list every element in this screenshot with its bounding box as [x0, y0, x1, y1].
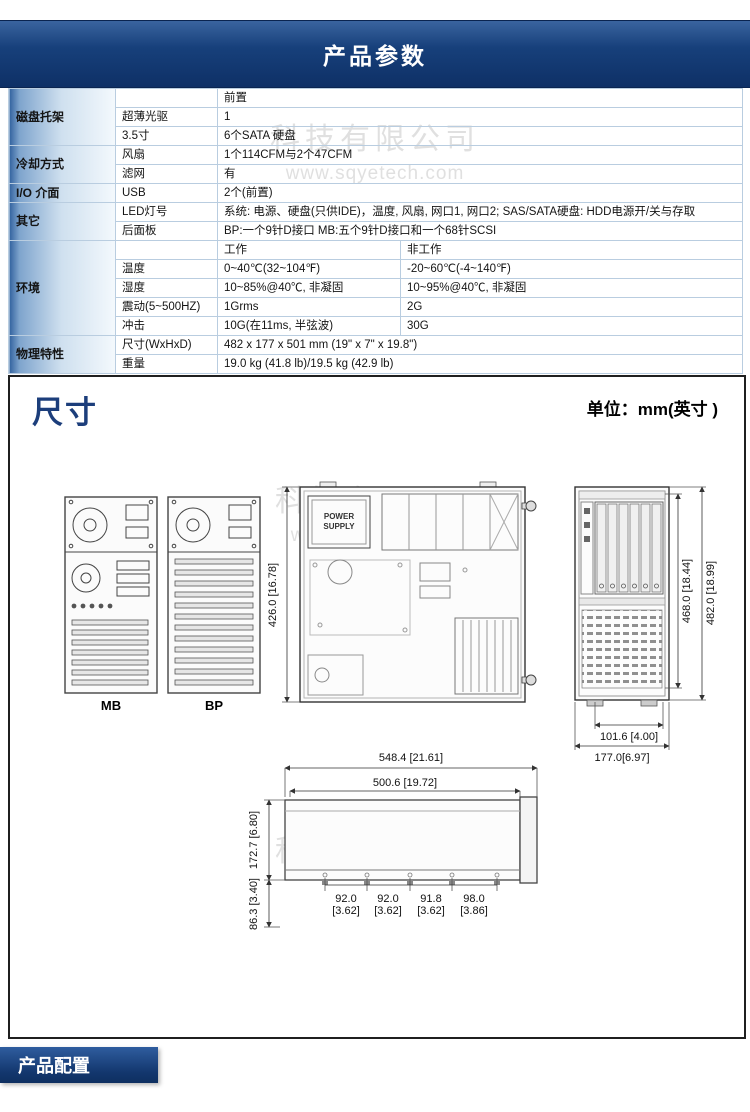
- dim-hole-2-mm: 92.0: [377, 893, 398, 905]
- spec-row: 震动(5~500HZ) 1Grms 2G: [9, 297, 743, 317]
- diagram-unit-label: 单位：mm(英寸 ): [586, 400, 718, 419]
- spec-value: 6个SATA 硬盘: [217, 126, 743, 146]
- dim-hole-4-mm: 98.0: [463, 893, 484, 905]
- spec-label: [115, 88, 218, 108]
- spec-value: 前置: [217, 88, 743, 108]
- spec-value: 2个(前置): [217, 183, 743, 203]
- mb-rear-panel-drawing: [64, 496, 158, 694]
- dimension-diagram-box: 尺寸 单位：mm(英寸 ) 科技有限公司 www.sqyetech.com 科技…: [8, 375, 746, 1039]
- dim-hole-1-mm: 92.0: [335, 893, 356, 905]
- spec-value: 482 x 177 x 501 mm (19" x 7" x 19.8"): [217, 335, 743, 355]
- dim-bay-width: 101.6 [4.00]: [600, 731, 658, 743]
- spec-label: 湿度: [115, 278, 218, 298]
- footer-title: 产品配置: [18, 1056, 90, 1076]
- spec-value-working: 工作: [217, 240, 401, 260]
- top-view-drawing: [299, 481, 537, 703]
- spec-row: 其它 LED灯号 系统: 电源、硬盘(只供IDE)，温度, 风扇, 网口1, 网…: [8, 202, 743, 241]
- bp-rear-panel-drawing: [167, 496, 261, 694]
- spec-label: 重量: [115, 354, 218, 374]
- spec-label: 冲击: [115, 316, 218, 336]
- spec-row: 温度 0~40℃(32~104℉) -20~60℃(-4~140℉): [9, 259, 743, 279]
- spec-row: 磁盘托架 前置: [8, 88, 743, 146]
- spec-label: 震动(5~500HZ): [115, 297, 218, 317]
- spec-value: 有: [217, 164, 743, 184]
- spec-value-nonworking: 非工作: [400, 240, 743, 260]
- spec-row: 冷却方式 风扇 1个114CFM与2个47CFM: [8, 145, 743, 184]
- spec-row: 环境 工作 非工作: [8, 240, 743, 336]
- spec-row: 重量 19.0 kg (41.8 lb)/19.5 kg (42.9 lb): [9, 354, 743, 374]
- spec-value-nonworking: 10~95%@40℃, 非凝固: [400, 278, 743, 298]
- spec-table: 磁盘托架 前置 超薄光驱 1 3.5寸 6个SATA 硬盘 冷却方式 风扇 1个…: [8, 88, 743, 374]
- spec-value: 系统: 电源、硬盘(只供IDE)，温度, 风扇, 网口1, 网口2; SAS/S…: [217, 202, 743, 222]
- spec-label: 尺寸(WxHxD): [115, 335, 218, 355]
- spec-value-nonworking: 2G: [400, 297, 743, 317]
- spec-category: 冷却方式: [8, 145, 116, 184]
- spec-category: 环境: [8, 240, 116, 336]
- front-view-drawing: [574, 486, 670, 707]
- spec-label: 风扇: [115, 145, 218, 165]
- spec-value-working: 0~40℃(32~104℉): [217, 259, 401, 279]
- spec-value-nonworking: -20~60℃(-4~140℉): [400, 259, 743, 279]
- spec-value-working: 10G(在11ms, 半弦波): [217, 316, 401, 336]
- dim-hole-3-inch: [3.62]: [417, 905, 445, 917]
- spec-row: I/O 介面 USB 2个(前置): [8, 183, 743, 203]
- dim-overall-depth: 548.4 [21.61]: [379, 752, 443, 764]
- dim-body-depth: 500.6 [19.72]: [373, 777, 437, 789]
- spec-value: BP:一个9针D接口 MB:五个9针D接口和一个68针SCSI: [217, 221, 743, 241]
- spec-value: 1个114CFM与2个47CFM: [217, 145, 743, 165]
- dimension-drawing: MB BP: [64, 481, 717, 930]
- spec-value-working: 1Grms: [217, 297, 401, 317]
- spec-value-working: 10~85%@40℃, 非凝固: [217, 278, 401, 298]
- spec-label: [115, 240, 218, 260]
- spec-row: 滤网 有: [9, 164, 743, 184]
- spec-label: 温度: [115, 259, 218, 279]
- page-title-banner: 产品参数: [0, 20, 750, 88]
- spec-category: 磁盘托架: [8, 88, 116, 146]
- spec-label: 超薄光驱: [115, 107, 218, 127]
- diagram-title: 尺寸: [32, 395, 98, 430]
- dim-front-overall-height: 482.0 [18.99]: [705, 561, 717, 625]
- spec-row: 湿度 10~85%@40℃, 非凝固 10~95%@40℃, 非凝固: [9, 278, 743, 298]
- dim-bottom-offset: 86.3 [3.40]: [248, 878, 260, 930]
- dim-front-inner-height: 468.0 [18.44]: [681, 559, 693, 623]
- spec-label: 滤网: [115, 164, 218, 184]
- spec-label: 3.5寸: [115, 126, 218, 146]
- spec-value-nonworking: 30G: [400, 316, 743, 336]
- dim-hole-2-inch: [3.62]: [374, 905, 402, 917]
- spec-label: 后面板: [115, 221, 218, 241]
- page-title: 产品参数: [323, 43, 427, 69]
- spec-label: LED灯号: [115, 202, 218, 222]
- dimension-lines: [264, 486, 706, 928]
- spec-label: USB: [115, 183, 218, 203]
- spec-row: 后面板 BP:一个9针D接口 MB:五个9针D接口和一个68针SCSI: [9, 221, 743, 241]
- power-supply-label-line2: SUPPLY: [323, 522, 355, 531]
- dim-front-width: 177.0[6.97]: [594, 752, 649, 764]
- dim-hole-3-mm: 91.8: [420, 893, 441, 905]
- mb-label: MB: [101, 698, 121, 713]
- dim-topview-width: 426.0 [16.78]: [267, 563, 279, 627]
- spec-category: 其它: [8, 202, 116, 241]
- bp-label: BP: [205, 698, 223, 713]
- spec-value: 19.0 kg (41.8 lb)/19.5 kg (42.9 lb): [217, 354, 743, 374]
- side-view-drawing: [284, 796, 538, 885]
- spec-row: 物理特性 尺寸(WxHxD) 482 x 177 x 501 mm (19" x…: [8, 335, 743, 374]
- spec-category: I/O 介面: [8, 183, 116, 203]
- dim-side-height: 172.7 [6.80]: [248, 811, 260, 869]
- dim-hole-1-inch: [3.62]: [332, 905, 360, 917]
- spec-row: 超薄光驱 1: [9, 107, 743, 127]
- power-supply-label-line1: POWER: [324, 512, 354, 521]
- dim-hole-4-inch: [3.86]: [460, 905, 488, 917]
- footer-banner: 产品配置: [0, 1047, 158, 1083]
- spec-value: 1: [217, 107, 743, 127]
- spec-row: 3.5寸 6个SATA 硬盘: [9, 126, 743, 146]
- spec-category: 物理特性: [8, 335, 116, 374]
- spec-row: 冲击 10G(在11ms, 半弦波) 30G: [9, 316, 743, 336]
